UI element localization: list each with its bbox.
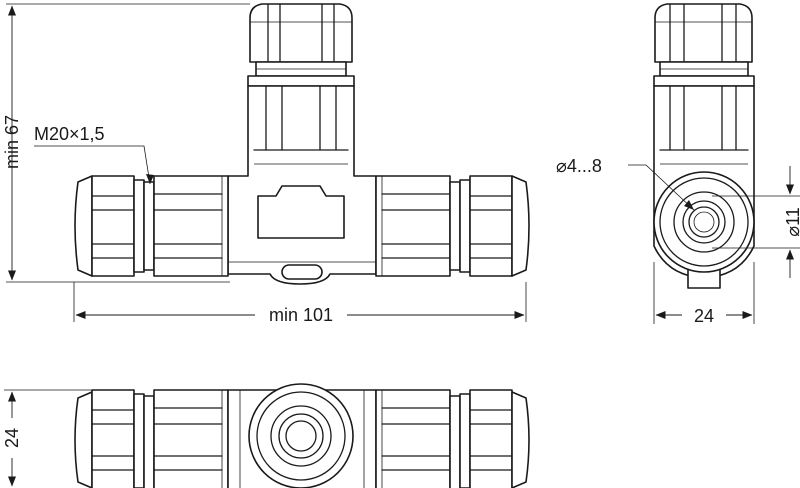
overall-length-label: min 101 <box>269 305 333 325</box>
cable-diameter-callout: ⌀4...8 <box>556 156 695 211</box>
left-cable-gland <box>74 175 229 277</box>
bottom-cable-bore <box>285 420 317 452</box>
side-outer-ring <box>653 171 755 273</box>
top-cable-gland <box>247 3 355 87</box>
cable-diameter-label: ⌀4...8 <box>556 156 602 176</box>
dimension-overall-length: min 101 <box>73 282 527 325</box>
side-view <box>653 3 755 289</box>
contact-recess <box>257 185 345 239</box>
bottom-view <box>74 383 530 488</box>
seal-diameter-label: ⌀11 <box>783 207 800 237</box>
front-view <box>74 3 530 285</box>
right-cable-gland <box>375 175 530 277</box>
thread-label: M20×1,5 <box>34 124 105 144</box>
bottom-height-label: 24 <box>2 428 22 448</box>
overall-height-label: min 67 <box>2 115 22 169</box>
side-width-dimension: 24 <box>653 262 755 326</box>
bottom-gland-ring <box>248 383 354 488</box>
cable-bore <box>688 206 720 238</box>
seal-diameter-dimension: ⌀11 <box>712 166 800 278</box>
thread-callout: M20×1,5 <box>34 124 154 185</box>
side-width-label: 24 <box>694 306 714 326</box>
dimension-overall-height: min 67 <box>2 3 250 283</box>
tee-body <box>227 85 377 285</box>
mounting-slot <box>281 264 323 280</box>
bottom-height-dimension: 24 <box>2 389 92 487</box>
